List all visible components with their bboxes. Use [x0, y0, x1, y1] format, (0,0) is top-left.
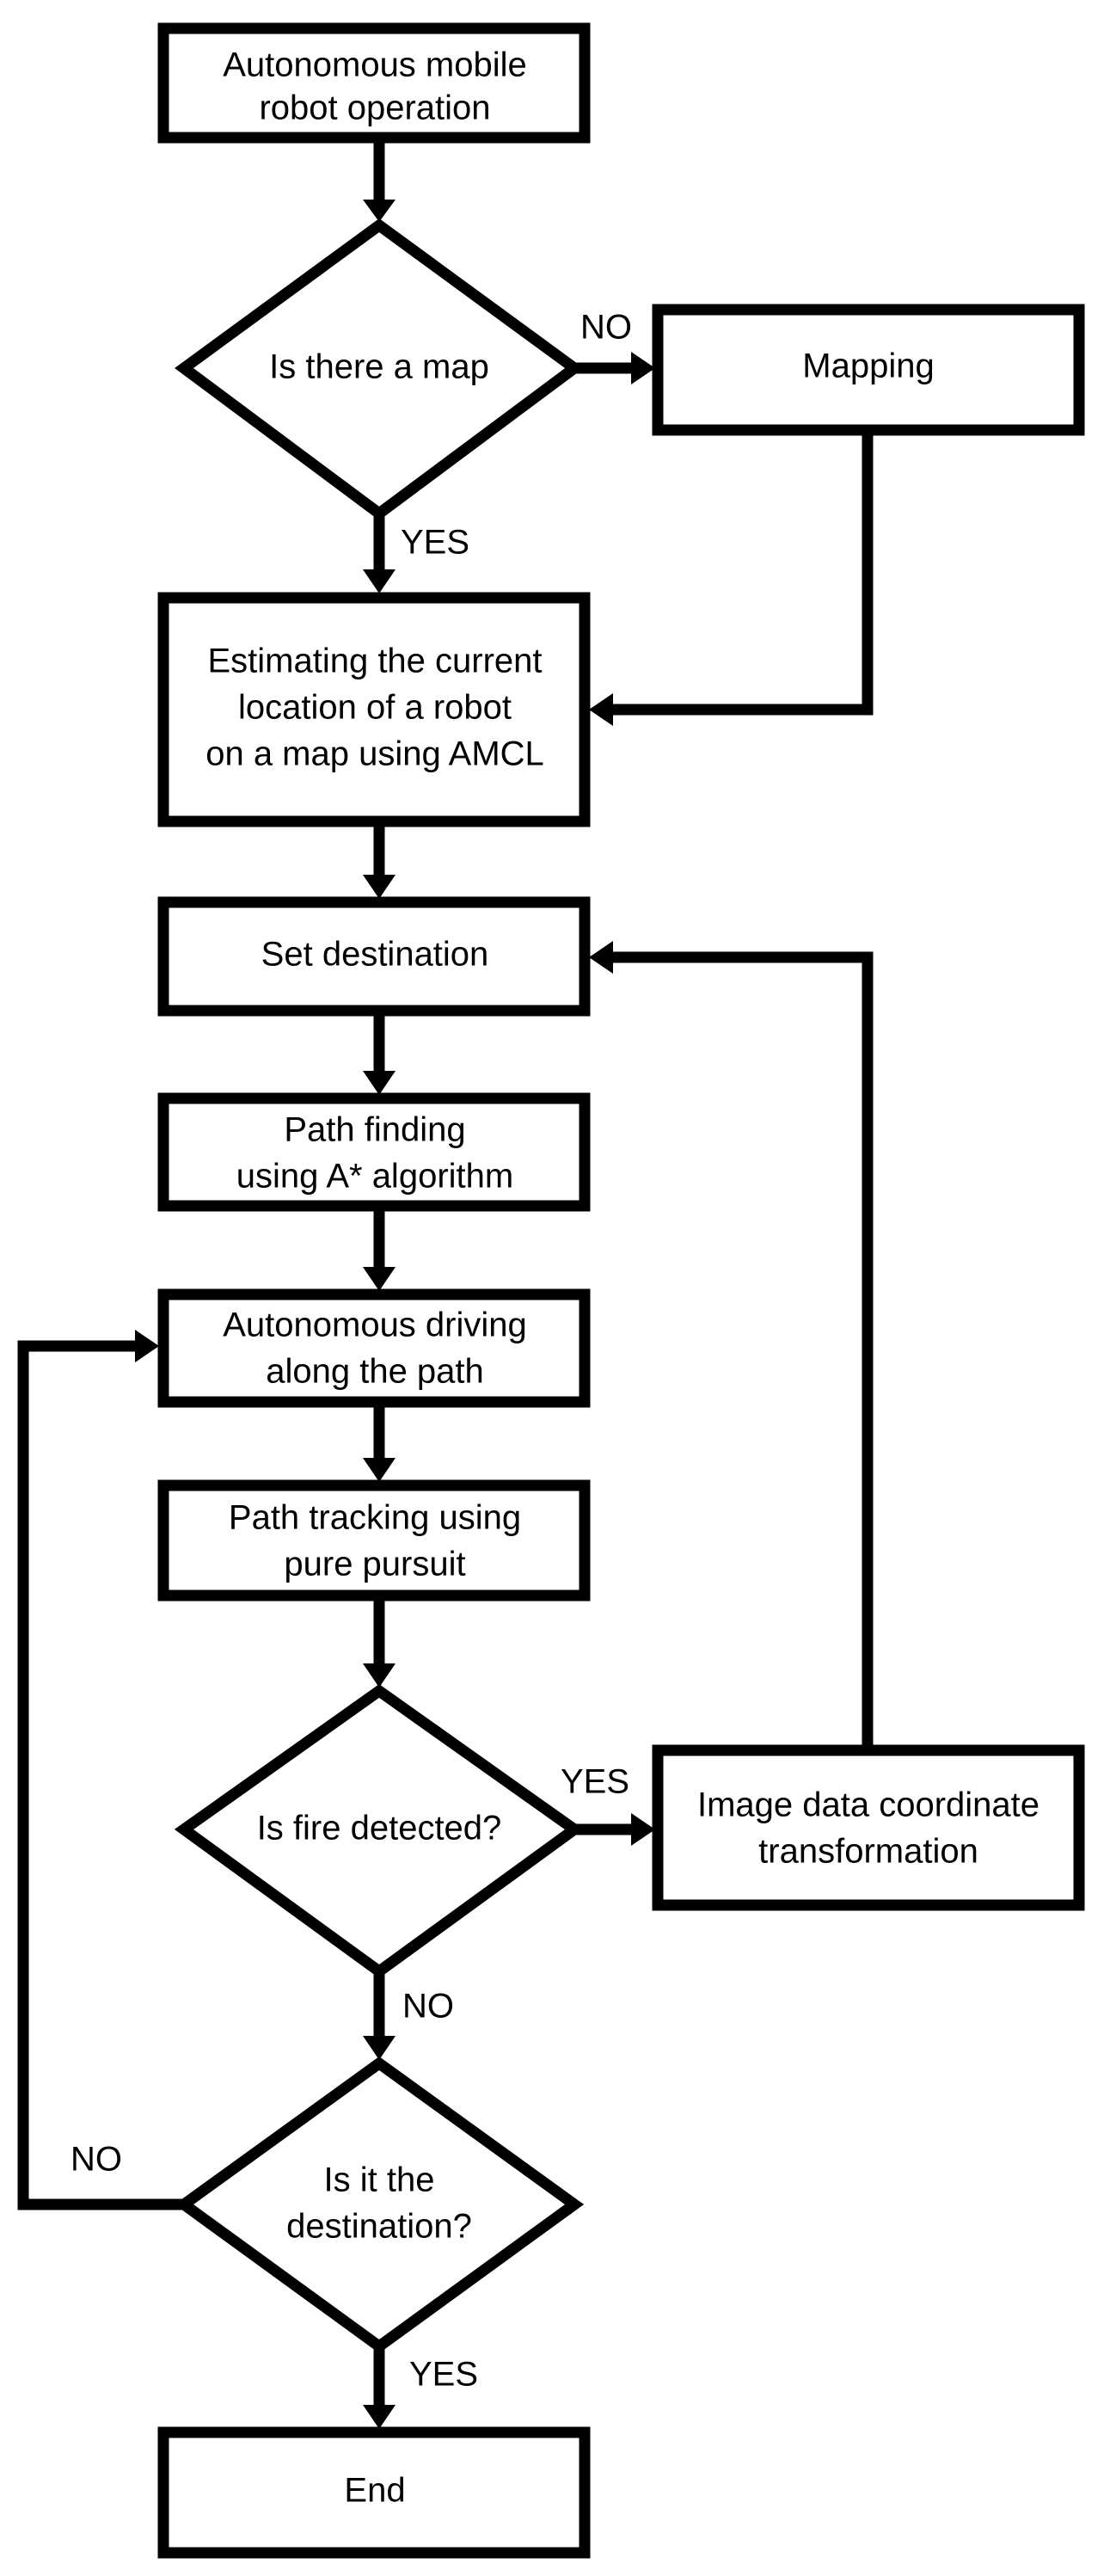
- autonomous-driving-text-line-1: Autonomous driving: [223, 1306, 527, 1344]
- arrowhead-autonomous-driving-to-path-tracking: [363, 1458, 396, 1482]
- node-end: End: [157, 2426, 591, 2559]
- arrowhead-set-destination-to-path-finding: [363, 1071, 396, 1095]
- node-map-check: Is there a map: [175, 218, 584, 521]
- destination-check-text-line-2: destination?: [286, 2208, 472, 2246]
- arrowhead-mapping-to-amcl: [589, 693, 613, 726]
- arrowhead-amcl-to-set-destination: [363, 875, 396, 899]
- amcl-text-line-2: location of a robot: [238, 689, 512, 727]
- node-image-transform: Image data coordinate transformation: [652, 1744, 1085, 1911]
- connectors: [17, 138, 874, 2429]
- node-set-destination: Set destination: [157, 896, 591, 1017]
- image-transform-text-line-1: Image data coordinate: [697, 1786, 1039, 1824]
- amcl-text-line-1: Estimating the current: [207, 642, 542, 680]
- image-transform-box: [652, 1744, 1085, 1911]
- destination-check-diamond: [174, 2056, 585, 2354]
- arrowhead-destination-check-to-end: [363, 2405, 396, 2429]
- fire-check-diamond: [174, 1684, 585, 1979]
- path-finding-text-line-1: Path finding: [284, 1111, 465, 1149]
- path-tracking-text-line-1: Path tracking using: [229, 1499, 521, 1537]
- destination-check-text-line-1: Is it the: [324, 2161, 435, 2199]
- arrowhead-fire-check-to-destination-check: [363, 2036, 396, 2060]
- node-fire-check: Is fire detected?: [174, 1684, 585, 1979]
- arrowhead-map-check-to-amcl: [363, 569, 396, 593]
- fire-check-text: Is fire detected?: [257, 1810, 502, 1847]
- node-mapping: Mapping: [652, 304, 1085, 436]
- node-amcl: Estimating the current location of a rob…: [157, 592, 591, 827]
- path-finding-box: [157, 1092, 591, 1212]
- set-destination-text: Set destination: [261, 936, 489, 974]
- arrowhead-destination-check-to-autonomous-driving: [135, 1330, 159, 1362]
- autonomous-driving-text-line-2: along the path: [266, 1353, 484, 1391]
- edge-label-map-no: NO: [580, 309, 632, 347]
- amcl-box: [157, 592, 591, 827]
- edge-label-dest-no: NO: [71, 2141, 122, 2179]
- node-path-finding: Path finding using A* algorithm: [157, 1092, 591, 1212]
- end-box: [157, 2426, 591, 2559]
- edge-label-map-yes: YES: [401, 524, 469, 562]
- set-destination-box: [157, 896, 591, 1017]
- arrowhead-path-finding-to-autonomous-driving: [363, 1267, 396, 1291]
- path-finding-text-line-2: using A* algorithm: [236, 1158, 513, 1196]
- arrowhead-path-tracking-to-fire-check: [363, 1663, 396, 1688]
- connector-image-transform-to-set-destination: [613, 951, 874, 1750]
- mapping-text: Mapping: [802, 347, 934, 385]
- arrowhead-fire-check-to-image-transform: [631, 1813, 655, 1846]
- edge-labels: NO YES YES NO NO YES: [71, 309, 632, 2394]
- node-path-tracking: Path tracking using pure pursuit: [157, 1479, 591, 1602]
- start-text-line-1: Autonomous mobile: [223, 46, 527, 84]
- autonomous-driving-box: [157, 1288, 591, 1408]
- map-check-text: Is there a map: [269, 348, 489, 386]
- edge-label-fire-yes: YES: [561, 1763, 629, 1801]
- arrowhead-image-transform-to-set-destination: [589, 941, 613, 974]
- path-tracking-text-line-2: pure pursuit: [284, 1546, 465, 1583]
- amcl-text-line-3: on a map using AMCL: [205, 735, 544, 773]
- edge-label-dest-yes: YES: [409, 2356, 478, 2394]
- mapping-box: [652, 304, 1085, 436]
- connector-mapping-to-amcl: [613, 430, 874, 716]
- node-autonomous-driving: Autonomous driving along the path: [157, 1288, 591, 1408]
- map-check-diamond: [175, 218, 584, 521]
- end-text: End: [344, 2472, 405, 2510]
- start-text-line-2: robot operation: [259, 89, 490, 127]
- node-destination-check: Is it the destination?: [174, 2056, 585, 2354]
- arrowhead-start-to-map-check: [363, 200, 396, 222]
- path-tracking-box: [157, 1479, 591, 1602]
- start-box: [157, 22, 591, 144]
- arrowhead-map-check-to-mapping: [631, 352, 655, 384]
- image-transform-text-line-2: transformation: [758, 1833, 978, 1871]
- connector-destination-check-to-autonomous-driving: [17, 1340, 184, 2210]
- edge-label-fire-no: NO: [402, 1988, 454, 2026]
- node-start: Autonomous mobile robot operation: [157, 22, 591, 144]
